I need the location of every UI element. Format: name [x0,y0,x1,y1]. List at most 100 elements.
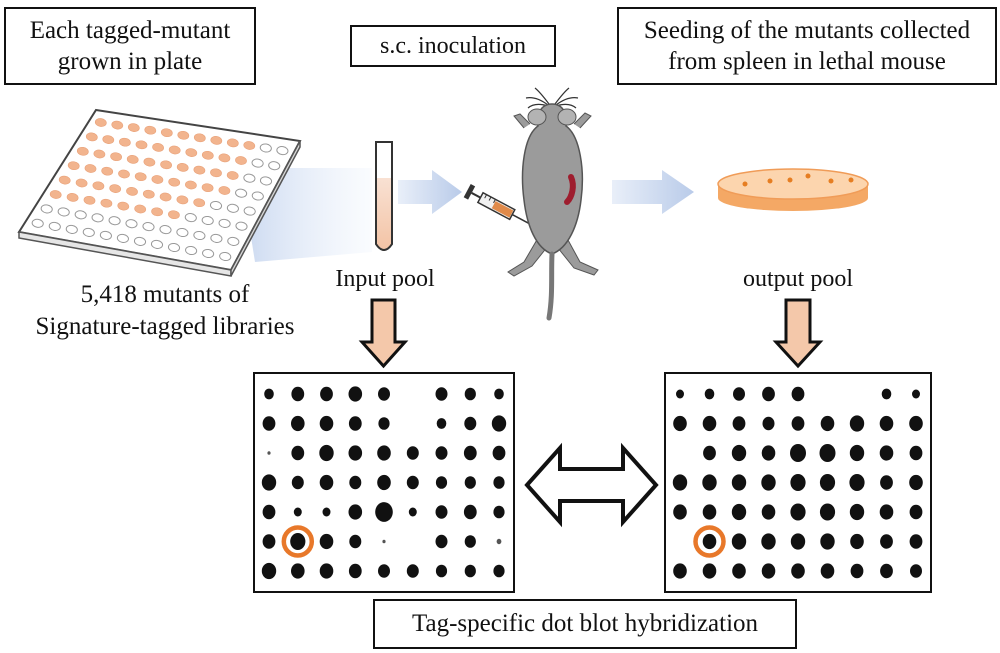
blot-dot [348,386,363,402]
mouse-icon [507,87,599,321]
plate-well [125,219,138,229]
blot-dot [493,505,505,519]
plate-well [176,163,189,172]
blot-dot [909,534,923,549]
output-dot-blot-canvas [672,386,923,579]
blot-dot [493,476,505,489]
plate-well [167,242,181,253]
blot-dot [819,503,836,521]
blot-dot [348,445,363,461]
blot-dot [702,563,717,579]
plate-well [150,239,164,249]
blot-dot [291,386,305,402]
plate-well [31,218,44,228]
blot-dot [761,563,776,579]
plate-well [133,236,147,246]
blot-dot [349,534,362,549]
blot-dot [702,504,717,520]
blot-dot [406,564,419,578]
blot-dot [319,563,334,579]
blot-dot [408,507,417,517]
blot-dot [676,389,684,399]
blot-dot [820,533,835,550]
blot-dot [819,474,836,491]
blot-dot [264,388,274,400]
plate-well [202,248,215,259]
plate-well [226,171,239,180]
plate-well [102,135,115,144]
blot-dot [262,504,276,520]
plate-well [210,233,223,243]
blot-dot [761,445,776,461]
blot-dot [910,564,922,578]
plate-well [126,187,138,196]
blot-dot [406,446,419,460]
plate-well [84,164,97,173]
blot-dot [496,538,502,545]
blot-dot [378,387,390,401]
blot-dot [880,534,893,549]
blot-dot [435,564,448,578]
plate-well [168,210,180,220]
blot-dot [319,444,334,462]
plate-well [76,146,89,156]
plate-well [92,181,105,191]
plate-title-line1: Each tagged-mutant [29,17,231,44]
plate-well [118,169,130,179]
hybridization-label: Tag-specific dot blot hybridization [411,610,759,637]
blot-dot [491,415,507,432]
blot-dot [348,416,362,431]
blot-dot [762,416,775,431]
plate-well [243,141,256,150]
hybridization-box: Tag-specific dot blot hybridization [373,599,797,649]
blot-dot [731,533,747,550]
plate-well [201,150,214,160]
plate-well [111,120,124,130]
plate-title-box: Each tagged-mutant grown in plate [4,7,256,85]
blot-dot [673,563,687,579]
blot-dot [909,445,923,461]
plate-well [276,146,289,156]
blot-dot [702,533,717,550]
highlight-circle [693,525,726,558]
plate-well [101,166,114,176]
plate-well [134,172,147,182]
plate-well [74,210,87,220]
blot-dot [349,475,362,490]
inoculation-box: s.c. inoculation [350,25,556,67]
blot-dot [819,444,836,462]
output-pool-label: output pool [742,266,853,292]
blot-dot [290,533,306,550]
blot-dot [493,564,505,578]
blot-dot [348,504,363,520]
plate-well [218,186,231,195]
blot-dot [320,386,333,402]
library-label: 5,418 mutants of Signature-tagged librar… [0,279,330,343]
seeding-line2: from spleen in lethal mouse [668,48,946,75]
blot-dot [849,444,865,462]
blot-dot [435,534,448,549]
blot-dot [319,474,334,491]
library-line1: 5,418 mutants of [80,281,250,308]
blot-dot [702,415,717,432]
blot-dot [880,563,893,579]
blot-dot [909,415,923,432]
blot-dot [267,451,271,455]
plate-well [184,213,197,223]
blot-dot [319,415,334,432]
blot-dot [880,475,893,490]
blot-dot [291,445,305,461]
plate-well [160,128,173,138]
plate-well [99,230,112,240]
blot-dot [850,563,864,579]
plate-well [152,143,164,152]
blot-dot [464,564,476,578]
blot-dot [464,416,477,431]
plate-well [210,136,223,145]
plate-well [168,177,181,187]
plate-well [226,138,239,148]
blot-dot [791,416,805,431]
plate-well [94,118,107,127]
blot-dot [790,533,806,550]
